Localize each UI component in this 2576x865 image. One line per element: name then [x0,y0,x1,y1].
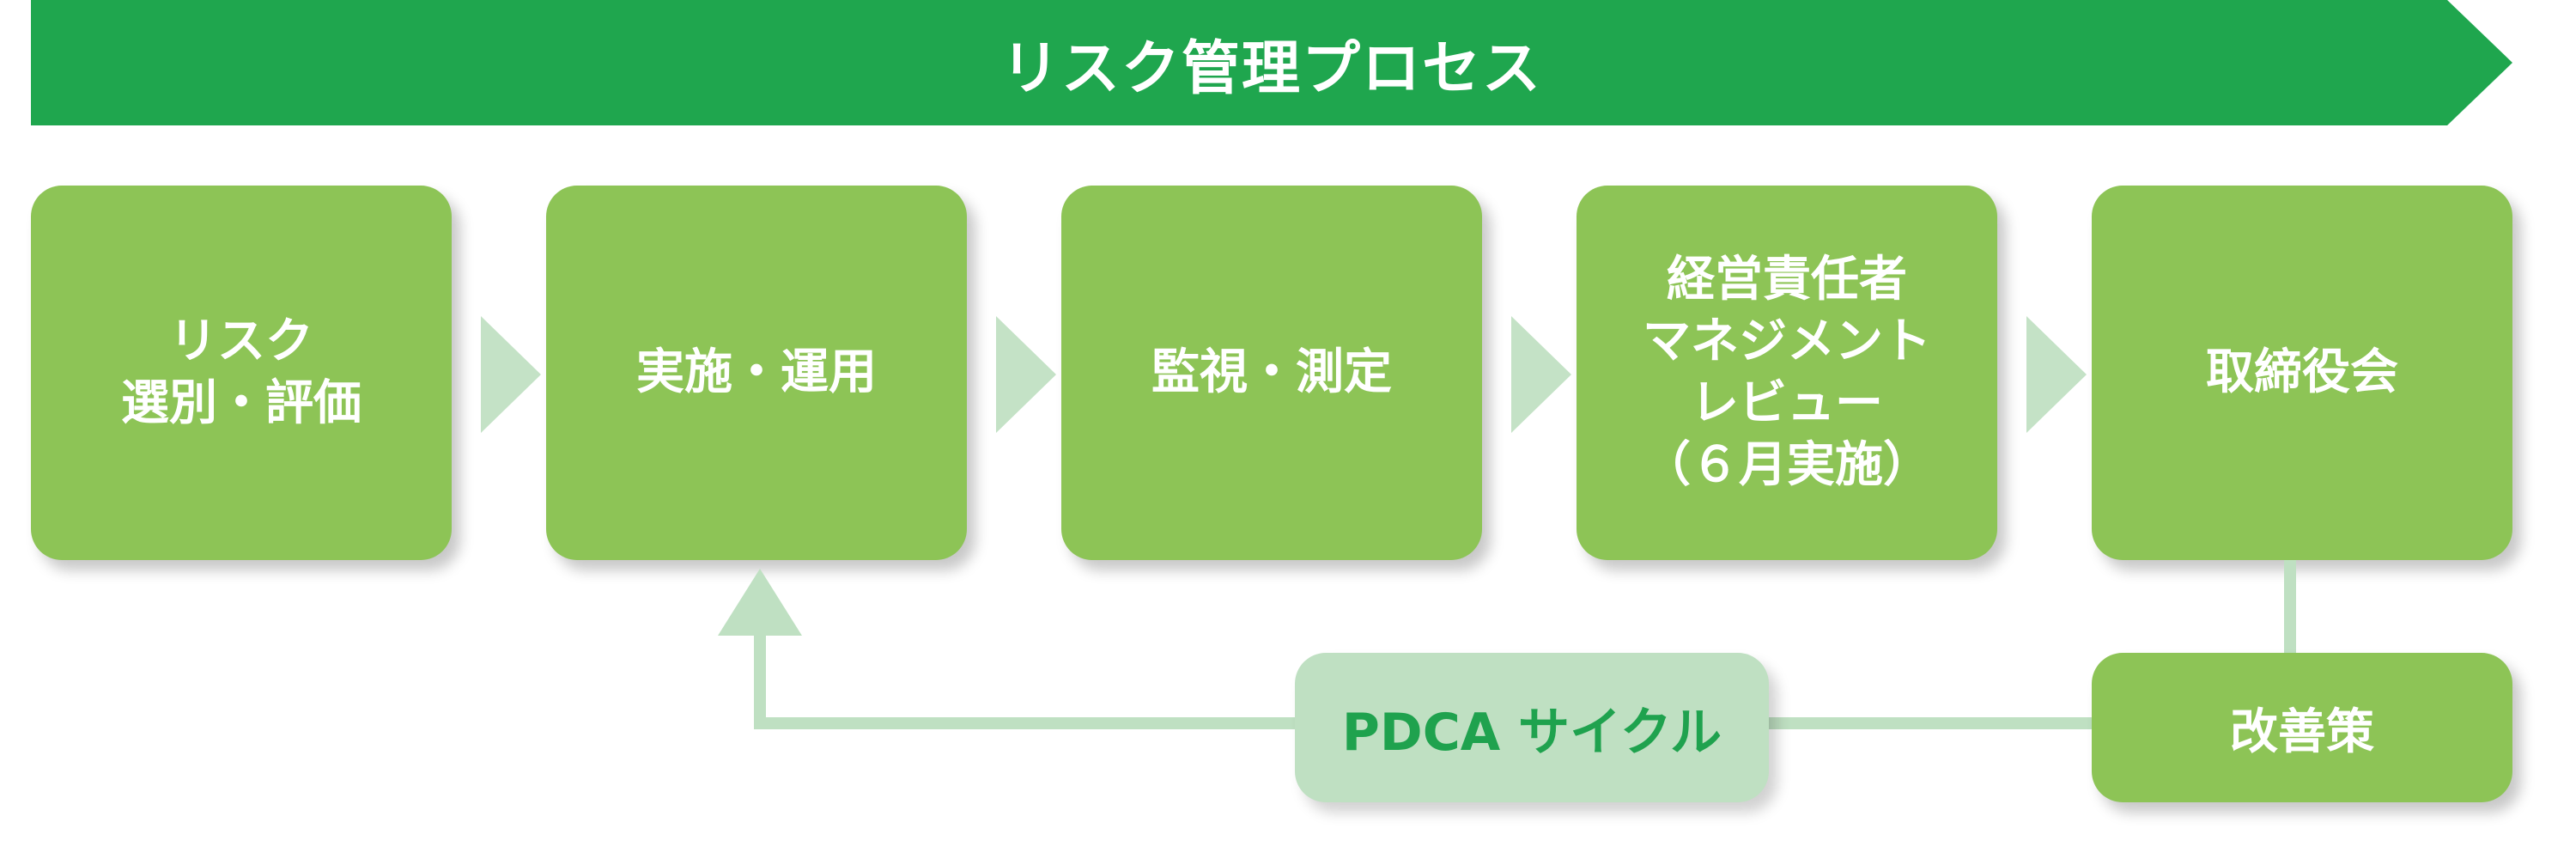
process-banner: リスク管理プロセス [31,0,2512,125]
pdca-cycle-label: PDCA サイクル [1341,702,1722,763]
step-management-review: 経営責任者 マネジメント レビュー （６月実施） [1577,186,1997,560]
step-implementation: 実施・運用 [546,186,967,560]
step-4-line-1: 経営責任者 [1667,252,1907,308]
step-4-line-3: レビュー [1691,375,1883,431]
step-board-of-directors: 取締役会 [2092,186,2512,560]
return-vertical-connector [754,634,766,729]
step-1-line-1: リスク [169,314,313,369]
improvement-label: 改善策 [2230,704,2374,760]
chevron-right-icon [481,316,541,433]
step-1-line-2: 選別・評価 [121,375,361,431]
pdca-cycle-box: PDCA サイクル [1295,653,1769,802]
banner-arrow-shape [31,0,2512,125]
step-risk-selection: リスク 選別・評価 [31,186,452,560]
step-3-line-1: 監視・測定 [1151,344,1392,400]
improvement-measures-box: 改善策 [2092,653,2512,802]
step-2-line-1: 実施・運用 [636,344,877,400]
step-monitoring: 監視・測定 [1061,186,1482,560]
chevron-right-icon [1511,316,1571,433]
improvement-to-pdca-connector [1769,717,2093,729]
step-5-line-1: 取締役会 [2206,344,2398,400]
chevron-right-icon [2026,316,2087,433]
step-4-line-4: （６月実施） [1643,437,1931,493]
step-4-line-2: マネジメント [1643,314,1931,369]
pdca-to-return-connector [754,717,1297,729]
banner-title: リスク管理プロセス [1000,34,1542,103]
arrow-up-icon [718,569,802,636]
chevron-right-icon [996,316,1056,433]
board-to-improvement-connector [2284,560,2296,655]
